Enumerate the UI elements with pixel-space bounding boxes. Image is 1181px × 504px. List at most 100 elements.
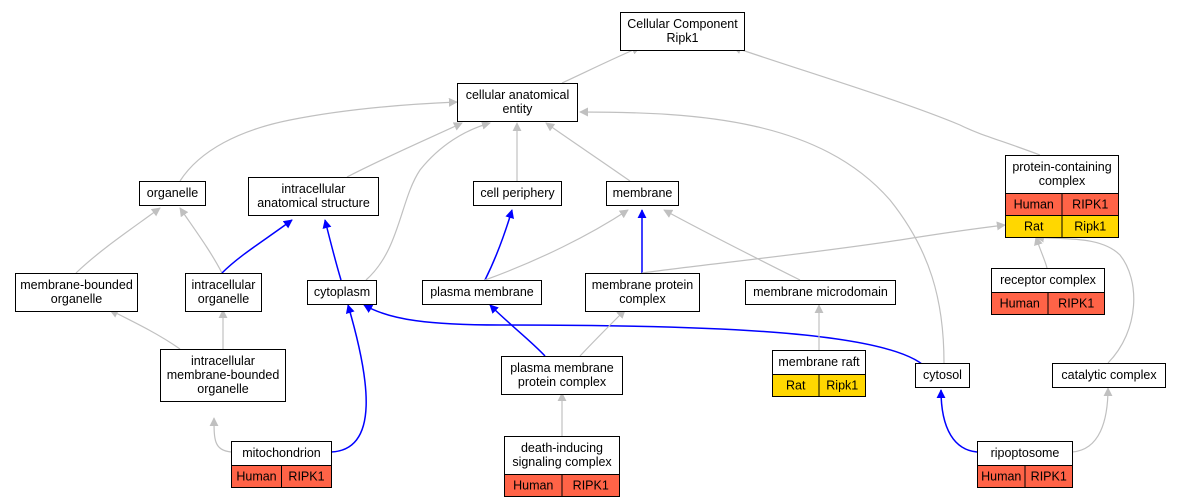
node-label-line: protein-containing [1012,160,1111,174]
node-label-line: cytoplasm [314,285,370,299]
edge-pmpc-to-mpc [579,309,626,357]
edge-pmpc-to-plasmamembrane [489,304,546,357]
gene-cell: RIPK1 [561,474,620,497]
node-box [620,12,745,51]
gene-label: RIPK1 [1031,470,1067,484]
node-box [915,363,970,388]
node-label-line: cytosol [923,368,962,382]
edge-mbo-to-organelle [75,207,161,274]
node-label-line: membrane protein [592,278,693,292]
edge-plasmamembrane-to-cellperiphery [484,209,514,281]
node-box [501,356,623,395]
gene-cell: RIPK1 [1024,465,1073,488]
node-organelle: organelle [139,181,206,206]
gene-cell: RIPK1 [1047,292,1105,315]
edge-cytoplasm-to-ias [322,219,342,281]
species-cell: Human [504,474,563,497]
node-label-line: entity [503,102,534,116]
node-box [457,83,578,122]
node-label-line: membrane microdomain [753,285,888,299]
node-box [977,441,1073,466]
node-box [1052,363,1166,388]
gene-label: RIPK1 [1072,198,1108,212]
edge-receptor-to-pcc [1034,236,1048,269]
species-label: Human [236,470,276,484]
node-label-line: receptor complex [1000,273,1097,287]
node-label-line: mitochondrion [242,446,321,460]
edge-catalytic-to-pcc [1035,233,1135,364]
edge-mito-to-cytoplasm [330,304,367,453]
species-cell: Human [231,465,282,488]
gene-cell: Ripk1 [1061,215,1119,238]
node-box [307,280,377,305]
gene-label: RIPK1 [1058,297,1094,311]
species-cell: Human [977,465,1026,488]
gene-label: Ripk1 [826,379,858,393]
species-label: Human [1000,297,1040,311]
node-label-line: complex [1039,174,1086,188]
node-label-line: intracellular [191,354,255,368]
node-box [745,280,896,305]
node-label-line: Ripk1 [667,31,699,45]
node-label-line: death-inducing [521,441,603,455]
edge-mpc-to-pcc [641,221,1006,274]
edges-layer [75,45,1135,453]
edge-plasmamembrane-to-membrane [484,209,629,281]
node-plasmamembrane: plasma membrane [422,280,542,305]
edge-ripopto-to-catalytic [1071,387,1113,453]
node-box [422,280,542,305]
node-box [772,350,866,375]
node-box [473,181,562,206]
node-label-line: organelle [147,186,198,200]
node-box [185,273,262,312]
edge-imbo-to-mbo [109,309,181,350]
edge-cae-to-root [561,46,641,84]
edge-mmd-to-membrane [663,209,801,281]
node-box [139,181,206,206]
edge-io-to-organelle [179,207,223,274]
node-label-line: intracellular [282,182,346,196]
node-label-line: membrane raft [778,355,860,369]
node-box [15,273,138,312]
species-cell: Rat [772,374,820,397]
node-label-line: catalytic complex [1061,368,1157,382]
edge-cytoplasm-to-cae [365,120,491,281]
edge-cytosol-to-cytoplasm [363,304,930,372]
node-label-line: plasma membrane [430,285,534,299]
node-membrane: membrane [606,181,679,206]
node-box [504,436,620,475]
node-label-line: signaling complex [512,455,612,469]
species-label: Rat [1024,220,1044,234]
gene-label: RIPK1 [573,479,609,493]
species-label: Rat [786,379,806,393]
species-cell: Rat [1005,215,1063,238]
edge-cytosol-to-cae [579,107,945,364]
node-cellperiphery: cell periphery [473,181,562,206]
node-box [991,268,1105,293]
node-label-line: membrane-bounded [167,368,280,382]
node-label-line: ripoptosome [991,446,1060,460]
node-box [248,177,379,216]
node-label-line: plasma membrane [510,361,614,375]
edge-ripopto-to-cytosol [936,389,978,453]
node-label-line: complex [619,292,666,306]
gene-cell: RIPK1 [1061,193,1119,216]
gene-label: RIPK1 [288,470,324,484]
node-label-line: organelle [197,382,248,396]
node-box [585,273,700,312]
edge-membrane-to-cae [545,122,631,182]
node-mmd: membrane microdomain [745,280,896,305]
